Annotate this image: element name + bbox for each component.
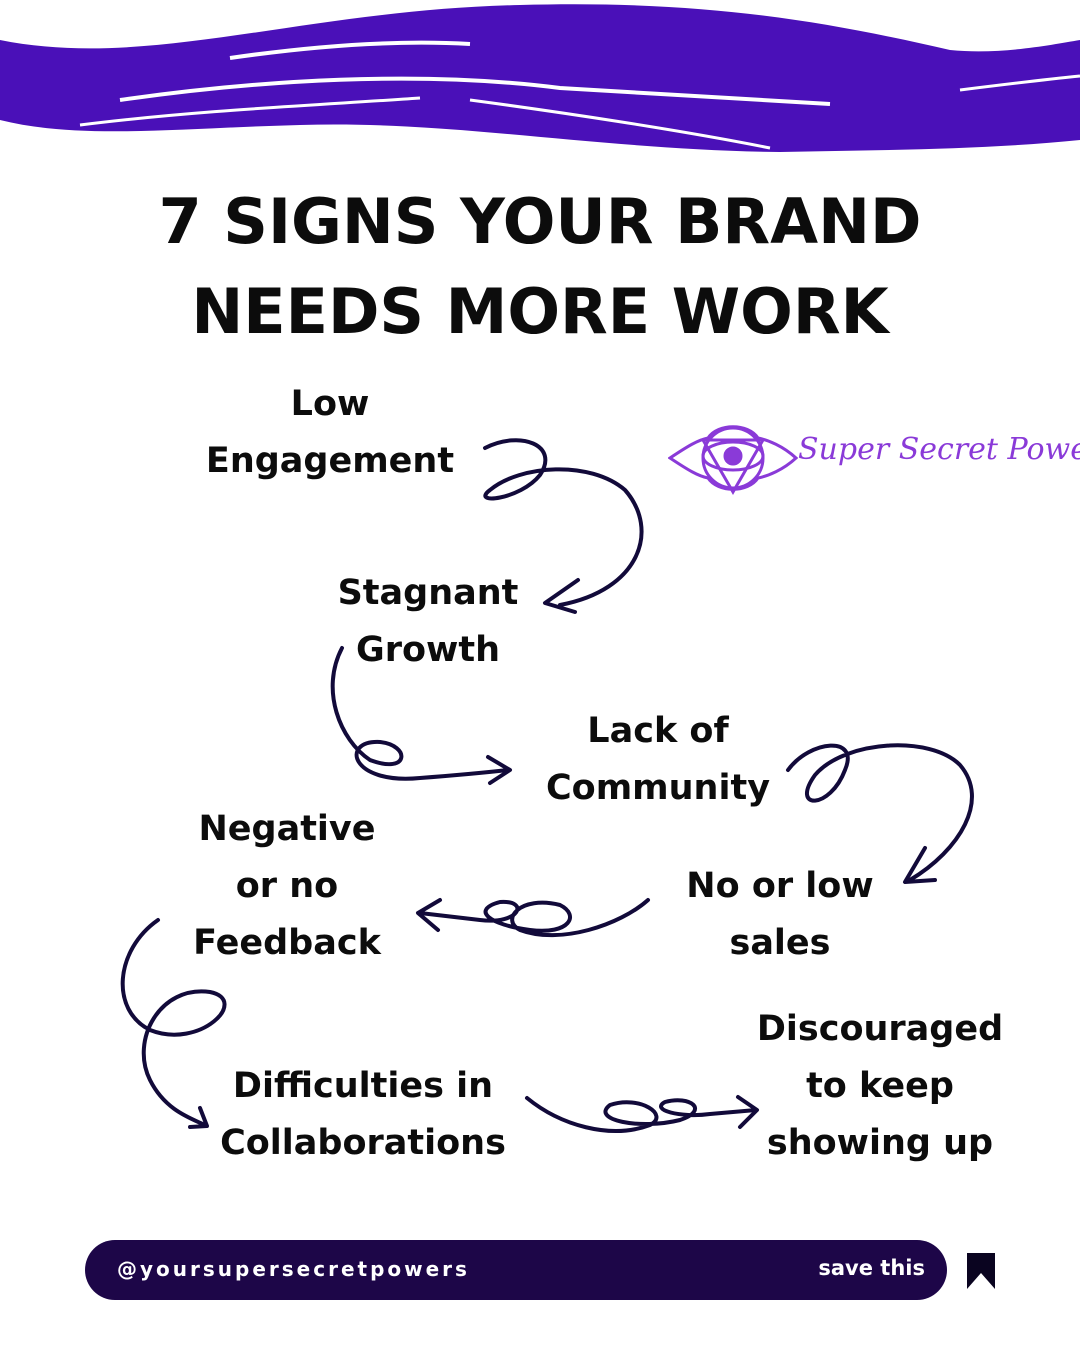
sign-text: showing up — [766, 1123, 994, 1163]
footer-bar: @yoursupersecretpowers save this — [85, 1240, 947, 1300]
sign-text: Collaborations — [220, 1123, 506, 1163]
third-eye-icon — [667, 425, 799, 496]
sign-text: Engagement — [205, 441, 455, 481]
sign-text: Negative — [198, 809, 376, 849]
sign-difficulties-in-collaborations: Difficulties in Collaborations — [143, 1058, 583, 1172]
sign-negative-feedback: Negative or no Feedback — [67, 801, 507, 972]
sign-text: Growth — [355, 630, 501, 670]
sign-text: Low — [290, 384, 370, 424]
sign-lack-of-community: Lack of Community — [438, 703, 878, 817]
sign-text: Feedback — [193, 923, 381, 963]
account-handle[interactable]: @yoursupersecretpowers — [117, 1257, 470, 1281]
brush-stroke-header — [0, 4, 1080, 152]
brand-logo: Super Secret Powers — [667, 418, 1080, 498]
title-line-1: 7 SIGNS YOUR BRAND — [158, 185, 922, 258]
sign-text: or no — [235, 866, 339, 906]
sign-text: Lack of — [587, 711, 729, 751]
sign-text: sales — [729, 923, 831, 963]
sign-text: No or low — [686, 866, 874, 906]
sign-low-engagement: Low Engagement — [110, 376, 550, 490]
logo-text: Super Secret Powers — [798, 432, 1080, 467]
bookmark-icon[interactable] — [967, 1253, 995, 1289]
sign-stagnant-growth: Stagnant Growth — [208, 565, 648, 679]
save-this-label: save this — [818, 1256, 925, 1280]
sign-text: Difficulties in — [232, 1066, 494, 1106]
sign-text: Discouraged — [756, 1009, 1004, 1049]
sign-no-or-low-sales: No or low sales — [560, 858, 1000, 972]
title-line-2: NEEDS MORE WORK — [191, 275, 889, 348]
sign-text: Community — [545, 768, 771, 808]
sign-discouraged: Discouraged to keep showing up — [660, 1001, 1080, 1172]
sign-text: Stagnant — [337, 573, 519, 613]
sign-text: to keep — [806, 1066, 954, 1106]
